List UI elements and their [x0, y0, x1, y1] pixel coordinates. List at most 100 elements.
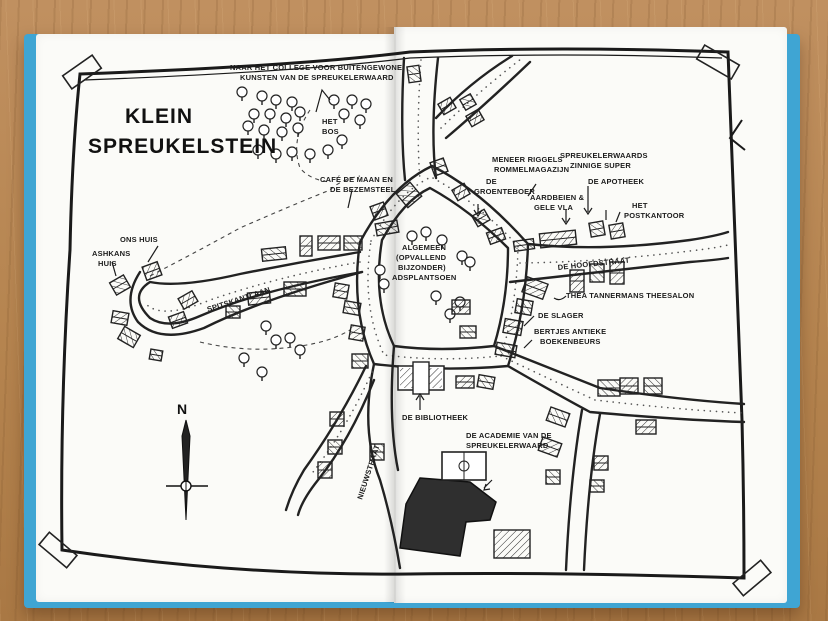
label-arrows — [111, 88, 621, 491]
compass-rose: N — [166, 401, 208, 521]
tree-icon — [286, 96, 298, 111]
house-icon — [455, 375, 475, 389]
tree-icon — [430, 290, 442, 305]
house-icon — [458, 92, 478, 112]
tree-icon — [284, 332, 296, 347]
house-icon — [317, 235, 341, 251]
tree-icon — [336, 134, 348, 149]
label-riggels-line1: MENEER RIGGELS — [492, 155, 563, 164]
label-boekenbeurs-line2: BOEKENBEURS — [540, 337, 601, 346]
tree-icon — [236, 86, 248, 101]
house-icon — [429, 157, 449, 177]
house-icon — [609, 261, 625, 285]
house-icon — [569, 269, 585, 293]
label-academie-line1: DE ACADEMIE VAN DE — [466, 431, 552, 440]
house-icon — [597, 379, 621, 397]
house-icon — [494, 341, 518, 359]
label-cafe-line1: CAFÉ DE MAAN EN — [320, 175, 393, 184]
left-page — [36, 34, 394, 602]
house-icon — [246, 290, 272, 306]
house-icon — [502, 317, 524, 337]
tree-icon — [256, 90, 268, 105]
tree-icon — [346, 94, 358, 109]
house-icon — [643, 377, 663, 395]
house-icon — [512, 237, 536, 253]
tree-icon — [264, 108, 276, 123]
tree-icon — [242, 120, 254, 135]
label-bos-line1: HET — [322, 117, 338, 126]
tree-icon — [286, 146, 298, 161]
tree-icon — [270, 148, 282, 163]
house-icon — [110, 309, 130, 327]
house-icon — [317, 461, 333, 479]
house-icon — [451, 299, 471, 315]
tree-icon — [252, 144, 264, 159]
tree-icon — [260, 320, 272, 335]
label-plantsoen-line4: ADSPLANTSOEN — [392, 273, 457, 282]
label-cafe-line2: DE BEZEMSTEEL — [330, 185, 396, 194]
tree-icon — [270, 334, 282, 349]
map-title-line2: SPREUKELSTEIN — [88, 135, 277, 158]
label-ashkans-line1: ASHKANS — [92, 249, 131, 258]
houses — [108, 64, 663, 493]
library-building — [397, 361, 445, 395]
house-icon — [537, 436, 563, 458]
house-icon — [374, 219, 400, 237]
house-icon — [329, 411, 345, 427]
tree-icon — [338, 108, 350, 123]
house-icon — [589, 479, 605, 493]
house-icon — [351, 353, 369, 369]
label-plantsoen-line3: BIJZONDER) — [398, 263, 446, 272]
tree-icon — [248, 108, 260, 123]
house-icon — [608, 222, 626, 240]
label-super-line1: SPREUKELERWAARDS — [560, 151, 648, 160]
label-aardbeien-line2: GELE VLA — [534, 203, 573, 212]
house-icon — [260, 246, 288, 262]
label-postkantoor-line1: HET — [632, 201, 648, 210]
house-icon — [619, 377, 639, 395]
map-title-line1: KLEIN — [125, 105, 193, 128]
house-icon — [327, 439, 343, 455]
tree-icon — [294, 106, 306, 121]
house-icon — [436, 96, 458, 116]
house-icon — [116, 325, 142, 349]
map-border — [60, 47, 746, 580]
tree-icon — [374, 264, 386, 279]
tree-icon — [464, 256, 476, 271]
house-icon — [299, 235, 313, 257]
compass-north-letter: N — [177, 401, 187, 417]
tree-icon — [304, 148, 316, 163]
tree-icon — [256, 366, 268, 381]
tree-icon — [436, 234, 448, 249]
house-icon — [108, 273, 132, 297]
house-icon — [593, 455, 609, 471]
trees — [236, 86, 476, 381]
label-boekenbeurs-line1: BERTJES ANTIEKE — [534, 327, 606, 336]
corner-tape-marks — [37, 43, 773, 597]
label-slager: DE SLAGER — [538, 311, 584, 320]
label-ashkans-line2: HUIS — [98, 259, 117, 268]
label-plantsoen-line1: ALGEMEEN — [402, 243, 446, 252]
house-icon — [177, 289, 199, 311]
tree-icon — [420, 226, 432, 241]
book-gutter — [384, 27, 406, 603]
label-aardbeien-line1: AARDBEIEN & — [530, 193, 585, 202]
label-college-line2: KUNSTEN VAN DE SPREUKELERWAARD — [240, 73, 394, 82]
label-groenteboer-line1: DE — [486, 177, 497, 186]
tree-icon — [294, 344, 306, 359]
house-icon — [369, 201, 389, 221]
tree-icon — [360, 98, 372, 113]
label-ons-huis: ONS HUIS — [120, 235, 158, 244]
tree-icon — [276, 126, 288, 141]
house-icon — [342, 299, 362, 317]
road-network — [129, 54, 746, 572]
house-icon — [476, 373, 496, 391]
house-icon — [141, 260, 163, 282]
label-apotheek: DE APOTHEEK — [588, 177, 644, 186]
house-icon — [464, 108, 486, 128]
house-icon — [406, 64, 422, 84]
tree-icon — [328, 94, 340, 109]
house-icon — [450, 182, 472, 202]
house-icon — [485, 226, 507, 246]
